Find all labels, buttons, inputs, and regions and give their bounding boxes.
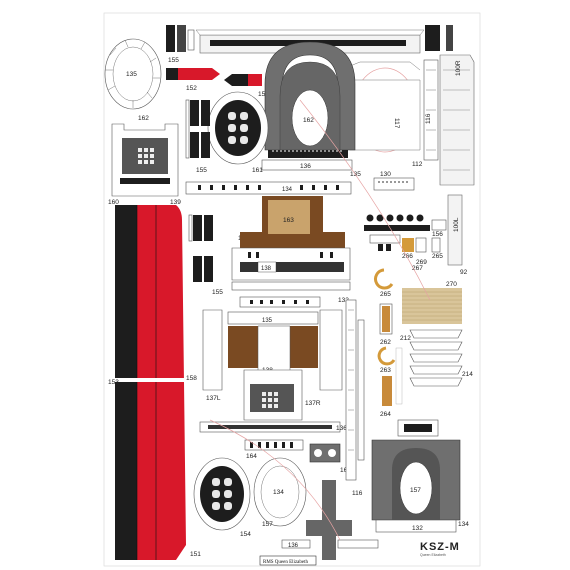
label-117: 117 (393, 118, 400, 129)
label-134-c: 134 (458, 521, 469, 528)
brand-subtitle: Queen Elizabeth (420, 553, 446, 557)
label-132-a: 132 (338, 297, 349, 304)
part-138-center: 135 138 137L 137R (202, 309, 343, 421)
label-153: 153 (108, 379, 119, 386)
label-263: 263 (380, 367, 391, 374)
part-135-mid (239, 296, 321, 308)
part-130-strip: 130 (373, 171, 415, 191)
label-136-a: 136 (300, 163, 311, 170)
label-156: 156 (432, 231, 443, 238)
part-116-112: 116 112 (412, 59, 439, 168)
label-116-top: 116 (425, 113, 432, 124)
footer-title-text: RMS Queen Elizabeth (263, 560, 308, 565)
footer-title: RMS Queen Elizabeth (259, 555, 317, 566)
label-135-c: 135 (262, 318, 273, 324)
label-164: 164 (246, 453, 257, 460)
part-152: 152 (166, 68, 220, 92)
label-212: 212 (400, 335, 411, 342)
label-214: 214 (462, 371, 473, 378)
label-137L: 137L (206, 395, 221, 402)
label-158: 158 (186, 375, 197, 382)
part-155-lower: 155 (193, 256, 223, 296)
part-161: 161 (207, 91, 269, 174)
part-162-arch: 162 138 136 135 (261, 41, 361, 178)
part-100L: 100L 92 (447, 194, 468, 276)
label-134-a: 134 (282, 187, 293, 193)
label-116-b: 116 (352, 490, 363, 497)
label-267: 267 (412, 265, 423, 272)
part-163-small: 163 (309, 443, 351, 474)
hull-side-parts: 160 153 158 151 (108, 199, 201, 560)
part-136-strip: 136 (199, 421, 347, 433)
label-163-a: 163 (283, 217, 294, 224)
label-154: 154 (240, 531, 251, 538)
part-135-oval-top: 135 (104, 38, 162, 110)
part-136-bottom: 136 116 (281, 480, 379, 560)
label-155-c: 155 (212, 289, 223, 296)
part-100R: 100R (425, 25, 475, 186)
lifeboats-212: 212 214 (400, 329, 473, 387)
label-163-b: 163 (340, 467, 351, 474)
label-137R: 137R (305, 400, 321, 407)
label-161: 161 (252, 167, 263, 174)
parts-262-265-hook: 265 262 263 264 (374, 268, 396, 418)
label-92: 92 (460, 269, 468, 276)
part-155-middle: 155 (185, 99, 210, 174)
label-112: 112 (412, 161, 423, 168)
brand-logo: KSZ-M Queen Elizabeth (420, 541, 460, 557)
label-157-b: 157 (410, 487, 421, 494)
label-264: 264 (380, 411, 391, 418)
label-162-b: 162 (303, 117, 314, 124)
brand-logo-text: KSZ-M (420, 541, 460, 553)
label-135-a: 135 (126, 71, 137, 78)
label-266: 266 (402, 253, 413, 260)
label-136-c: 136 (288, 543, 299, 549)
label-132-b: 132 (412, 525, 423, 532)
label-134-b: 134 (273, 489, 284, 496)
label-151: 151 (190, 551, 201, 558)
center-vertical-strip (345, 299, 365, 481)
label-155-b: 155 (196, 167, 207, 174)
label-159: 159 (258, 91, 269, 98)
label-139: 139 (170, 199, 181, 206)
part-156: 156 (364, 214, 447, 238)
label-138-a: 138 (300, 154, 311, 160)
label-138-b: 138 (261, 266, 272, 272)
part-163: 163 138 132 (231, 196, 351, 304)
label-262: 262 (380, 339, 391, 346)
part-134-strip: 134 (185, 181, 352, 195)
part-162-block: 162 139 (111, 115, 181, 206)
part-155-top: 155 (166, 25, 195, 64)
label-155-a: 155 (168, 57, 179, 64)
label-265-a: 265 (432, 253, 443, 260)
label-157-a: 157 (262, 521, 273, 528)
label-265-b: 265 (380, 291, 391, 298)
part-154: 154 (193, 457, 251, 538)
label-136-b: 136 (336, 425, 347, 432)
label-130: 130 (380, 171, 391, 178)
part-117: 117 (339, 61, 421, 153)
label-100L: 100L (453, 217, 460, 232)
parts-265-269: 266 269 265 267 (369, 234, 443, 272)
label-152: 152 (186, 85, 197, 92)
part-159: 159 (224, 74, 269, 98)
vertical-text-strip (395, 347, 403, 405)
part-270-deck: 270 (402, 281, 462, 324)
label-162-a: 162 (138, 115, 149, 122)
guide-lines (209, 99, 431, 541)
label-270: 270 (446, 281, 457, 288)
part-164: 164 (244, 439, 304, 460)
label-269: 269 (416, 259, 427, 266)
part-157-arch: 157 132 134 (371, 419, 469, 533)
label-100R: 100R (455, 60, 462, 76)
label-160: 160 (108, 199, 119, 206)
